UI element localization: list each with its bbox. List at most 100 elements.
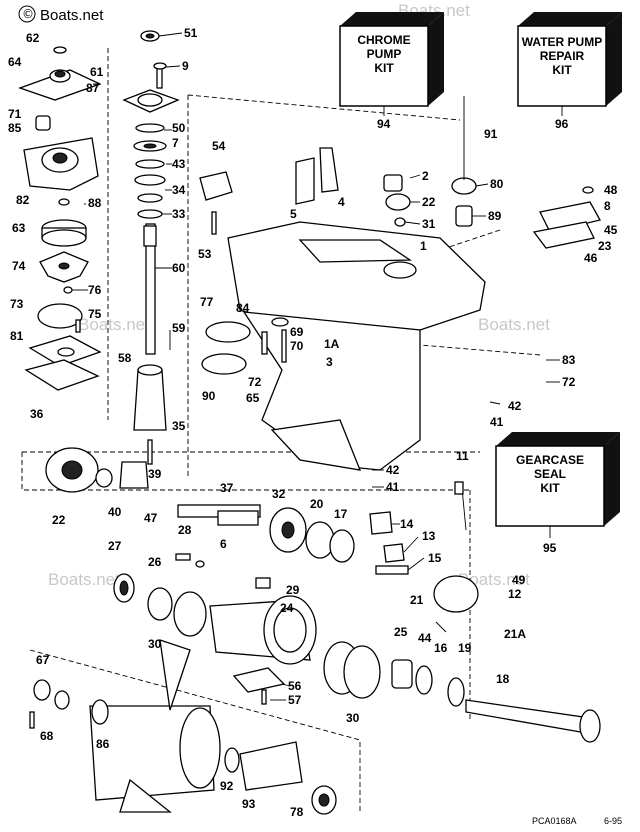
callout-76: 76 bbox=[88, 283, 102, 297]
callout-54: 54 bbox=[212, 139, 226, 153]
callout-39: 39 bbox=[148, 467, 162, 481]
svg-text:KIT: KIT bbox=[374, 61, 394, 75]
driveshaft-parts bbox=[122, 62, 180, 465]
callout-1A: 1A bbox=[324, 337, 340, 351]
drawing-code: PCA0168A 6-95 bbox=[532, 816, 622, 826]
callout-3: 3 bbox=[326, 355, 333, 369]
callout-53: 53 bbox=[198, 247, 212, 261]
callout-75: 75 bbox=[88, 307, 102, 321]
callout-47: 47 bbox=[144, 511, 158, 525]
drawing-number: PCA0168A bbox=[532, 816, 577, 826]
svg-text:GEARCASE: GEARCASE bbox=[516, 453, 584, 467]
gear-train-parts bbox=[45, 447, 601, 743]
callout-7: 7 bbox=[172, 136, 179, 150]
callout-46: 46 bbox=[584, 251, 598, 265]
callout-11: 11 bbox=[456, 449, 469, 463]
callout-14: 14 bbox=[400, 517, 414, 531]
callout-34: 34 bbox=[172, 183, 186, 197]
callout-84: 84 bbox=[236, 301, 250, 315]
callout-48: 48 bbox=[604, 183, 618, 197]
svg-text:CHROME: CHROME bbox=[357, 33, 410, 47]
callout-88: 88 bbox=[88, 196, 102, 210]
watermark-text: Boats.net bbox=[78, 315, 150, 334]
callout-72: 72 bbox=[248, 375, 262, 389]
callout-86: 86 bbox=[96, 737, 110, 751]
callout-96: 96 bbox=[555, 117, 569, 131]
callout-68: 68 bbox=[40, 729, 54, 743]
svg-text:PUMP: PUMP bbox=[367, 47, 402, 61]
callout-4: 4 bbox=[338, 195, 345, 209]
callout-21: 21 bbox=[410, 593, 424, 607]
callout-69: 69 bbox=[290, 325, 304, 339]
callout-70: 70 bbox=[290, 339, 304, 353]
kit-box-gearcase-seal: GEARCASE SEAL KIT 95 bbox=[495, 432, 620, 555]
callout-22: 22 bbox=[422, 195, 436, 209]
callout-63: 63 bbox=[12, 221, 26, 235]
kit-box-water-pump-repair: WATER PUMP REPAIR KIT 96 bbox=[517, 12, 622, 131]
copyright-icon: © bbox=[22, 7, 34, 21]
callout-82: 82 bbox=[16, 193, 30, 207]
callout-1: 1 bbox=[420, 239, 427, 253]
callout-13: 13 bbox=[422, 529, 436, 543]
svg-text:KIT: KIT bbox=[540, 481, 560, 495]
callout-15: 15 bbox=[428, 551, 442, 565]
watermark-text: Boats.net bbox=[478, 315, 550, 334]
callout-2: 2 bbox=[422, 169, 429, 183]
callout-94: 94 bbox=[377, 117, 391, 131]
svg-text:KIT: KIT bbox=[552, 63, 572, 77]
callout-87: 87 bbox=[86, 81, 100, 95]
callout-61: 61 bbox=[90, 65, 104, 79]
callout-23: 23 bbox=[598, 239, 612, 253]
callout-56: 56 bbox=[288, 679, 302, 693]
callout-22b: 22 bbox=[52, 513, 66, 527]
leader-lines bbox=[72, 32, 560, 701]
callout-28: 28 bbox=[178, 523, 192, 537]
callout-33: 33 bbox=[172, 207, 186, 221]
callout-30b: 30 bbox=[346, 711, 360, 725]
callout-81: 81 bbox=[10, 329, 24, 343]
callout-8: 8 bbox=[604, 199, 611, 213]
callout-80: 80 bbox=[490, 177, 504, 191]
propeller-parts bbox=[29, 639, 337, 815]
callout-9: 9 bbox=[182, 59, 189, 73]
callout-32: 32 bbox=[272, 487, 286, 501]
callout-78: 78 bbox=[290, 805, 304, 819]
callout-35: 35 bbox=[172, 419, 186, 433]
watermark-text: Boats.net bbox=[48, 570, 120, 589]
callout-labels: 62 51 64 61 9 87 71 85 50 7 43 34 33 82 … bbox=[8, 26, 618, 819]
callout-73: 73 bbox=[10, 297, 24, 311]
callout-18: 18 bbox=[496, 672, 510, 686]
drawing-date: 6-95 bbox=[604, 816, 622, 826]
callout-36: 36 bbox=[30, 407, 44, 421]
callout-17: 17 bbox=[334, 507, 348, 521]
callout-92: 92 bbox=[220, 779, 234, 793]
callout-93: 93 bbox=[242, 797, 256, 811]
watermark-brand-text: Boats.net bbox=[40, 7, 104, 24]
callout-85: 85 bbox=[8, 121, 22, 135]
callout-42b: 42 bbox=[386, 463, 400, 477]
callout-95: 95 bbox=[543, 541, 557, 555]
callout-83: 83 bbox=[562, 353, 576, 367]
callout-71: 71 bbox=[8, 107, 22, 121]
callout-62: 62 bbox=[26, 31, 40, 45]
watermark-text: Boats.net bbox=[458, 570, 530, 589]
callout-74: 74 bbox=[12, 259, 26, 273]
callout-89: 89 bbox=[488, 209, 502, 223]
callout-60: 60 bbox=[172, 261, 186, 275]
callout-90: 90 bbox=[202, 389, 216, 403]
callout-44: 44 bbox=[418, 631, 432, 645]
kit-box-chrome-pump: CHROME PUMP KIT 94 bbox=[339, 12, 444, 131]
water-pump-parts bbox=[18, 30, 160, 391]
callout-49: 49 bbox=[512, 573, 526, 587]
callout-41: 41 bbox=[490, 415, 504, 429]
callout-25: 25 bbox=[394, 625, 408, 639]
callout-72b: 72 bbox=[562, 375, 576, 389]
callout-65: 65 bbox=[246, 391, 260, 405]
callout-41b: 41 bbox=[386, 480, 400, 494]
watermark-top-left: © Boats.net bbox=[18, 5, 104, 24]
callout-6: 6 bbox=[220, 537, 227, 551]
callout-58: 58 bbox=[118, 351, 132, 365]
callout-50: 50 bbox=[172, 121, 186, 135]
callout-16: 16 bbox=[434, 641, 448, 655]
callout-43: 43 bbox=[172, 157, 186, 171]
